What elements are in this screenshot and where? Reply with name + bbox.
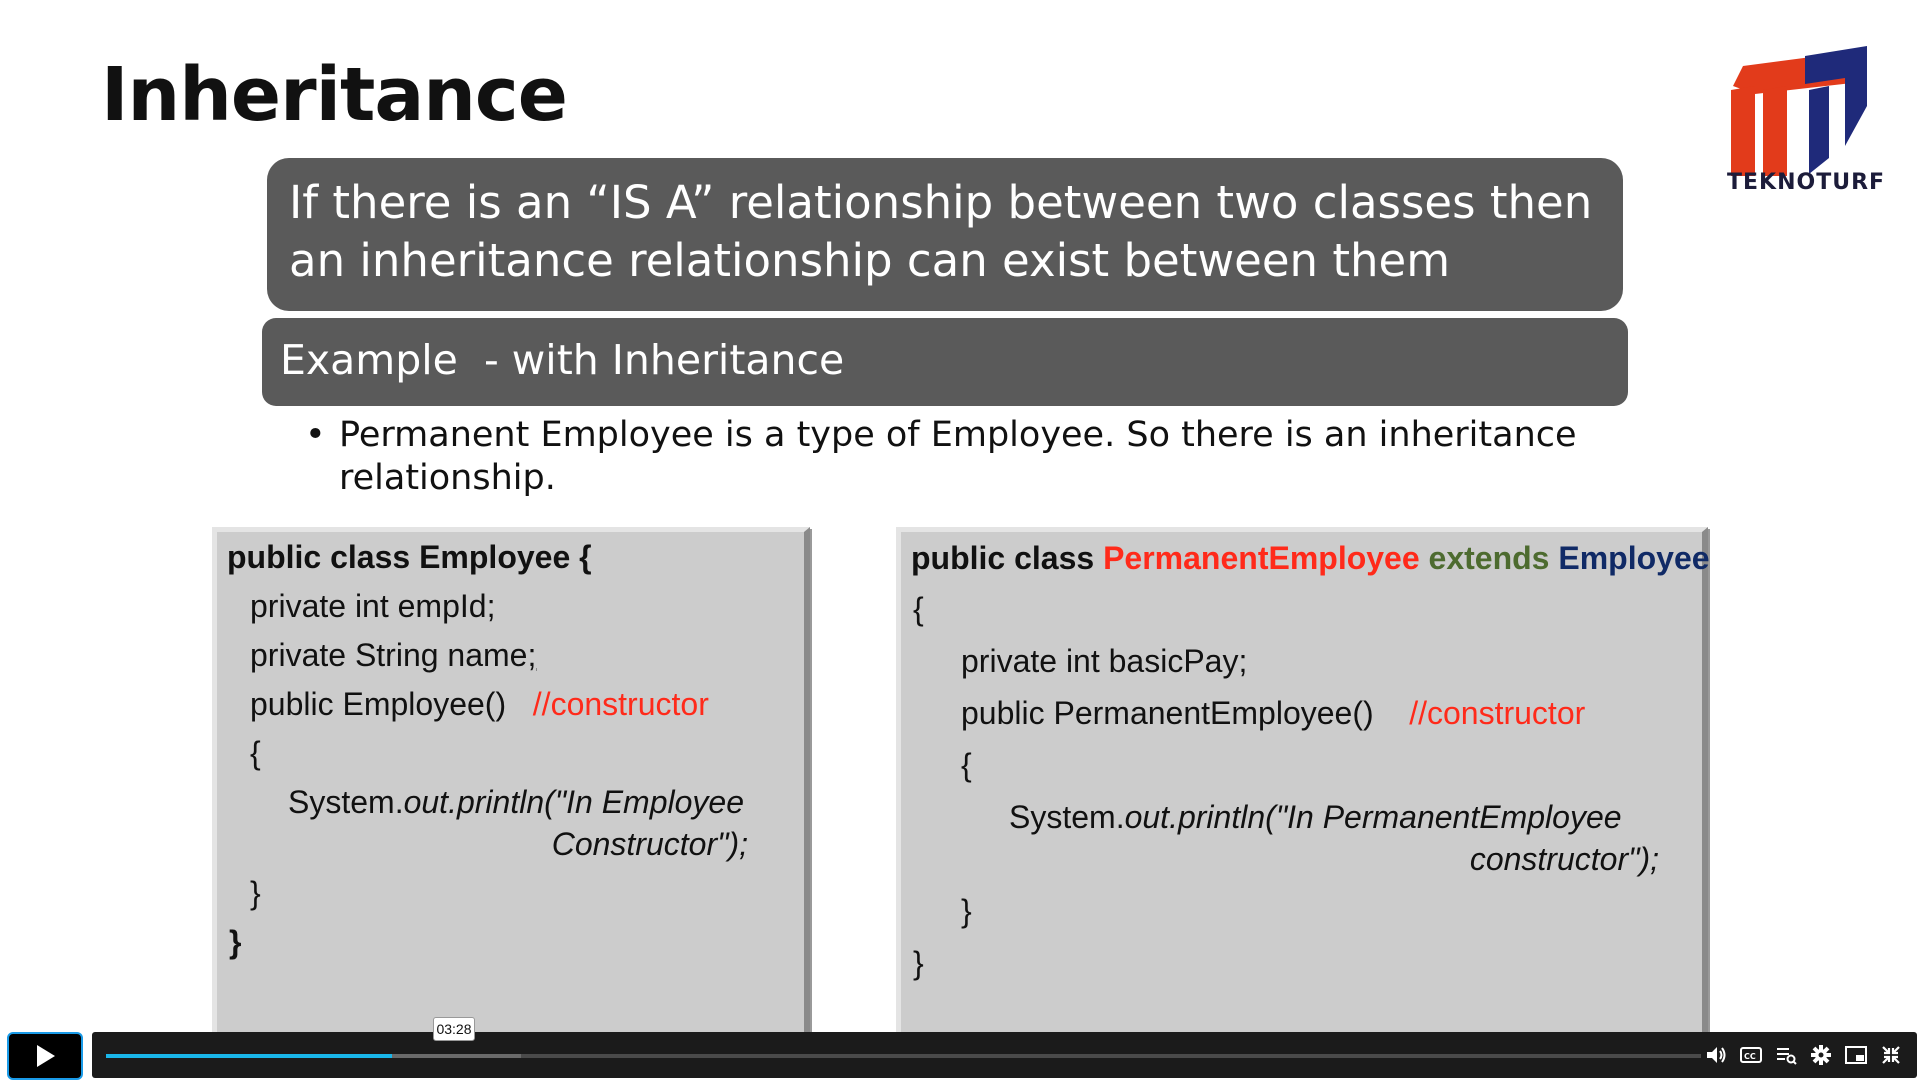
played-bar xyxy=(106,1054,392,1058)
code-line: private int empId; xyxy=(250,588,496,624)
example-heading: Example - with Inheritance xyxy=(262,318,1628,406)
bullet-dot-icon: • xyxy=(305,415,326,455)
fullscreen-exit-icon xyxy=(1881,1046,1900,1064)
definition-box: If there is an “IS A” relationship betwe… xyxy=(267,158,1623,311)
play-icon xyxy=(37,1045,55,1067)
transcript-button[interactable] xyxy=(1768,1032,1803,1078)
control-icons: CC xyxy=(1698,1032,1908,1078)
code-line: public class Employee { xyxy=(227,539,592,575)
code-line: Constructor"); xyxy=(551,826,748,862)
code-line: private String name; xyxy=(250,637,537,673)
bullet-line-1: Permanent Employee is a type of Employee… xyxy=(339,415,1577,455)
code-box-employee: public class Employee { private int empI… xyxy=(212,527,810,1047)
code-line: } xyxy=(229,924,242,960)
code-line: public class PermanentEmployee extends E… xyxy=(911,540,1710,576)
teknoturf-logo-icon xyxy=(1731,46,1867,176)
code-line: constructor"); xyxy=(1469,841,1659,877)
code-comment: //constructor xyxy=(532,686,709,722)
logo-text: TEKNOTURF xyxy=(1727,170,1886,195)
video-controls: CC xyxy=(0,1030,1920,1080)
code-line: public PermanentEmployee() //constructor xyxy=(961,695,1586,731)
code-line: } xyxy=(913,945,924,981)
progress-bar[interactable] xyxy=(106,1054,1701,1058)
code-line: { xyxy=(250,735,261,771)
code-line: public Employee() //constructor xyxy=(250,686,709,722)
bullet-point: • Permanent Employee is a type of Employ… xyxy=(305,414,1595,500)
settings-button[interactable] xyxy=(1803,1032,1838,1078)
volume-icon xyxy=(1706,1047,1725,1063)
captions-icon: CC xyxy=(1739,1047,1762,1063)
volume-button[interactable] xyxy=(1698,1032,1733,1078)
bullet-line-2: relationship. xyxy=(339,458,556,498)
picture-in-picture-button[interactable] xyxy=(1838,1032,1873,1078)
captions-button[interactable]: CC xyxy=(1733,1032,1768,1078)
slide-title: Inheritance xyxy=(101,52,568,138)
time-tooltip: 03:28 xyxy=(433,1017,475,1041)
svg-text:CC: CC xyxy=(1744,1052,1756,1061)
definition-line-1: If there is an “IS A” relationship betwe… xyxy=(289,176,1593,229)
code-line: System.out.println("In Employee xyxy=(288,784,744,820)
code-line: private int basicPay; xyxy=(961,643,1248,679)
transcript-icon xyxy=(1776,1048,1797,1065)
code-line: { xyxy=(913,591,924,627)
code-line: { xyxy=(961,747,972,783)
definition-line-2: an inheritance relationship can exist be… xyxy=(289,234,1451,287)
code-box-permanent-employee: public class PermanentEmployee extends E… xyxy=(896,527,1710,1047)
settings-icon xyxy=(1810,1045,1831,1065)
code-line: } xyxy=(961,893,972,929)
code-comment: //constructor xyxy=(1409,695,1586,731)
play-button[interactable] xyxy=(7,1032,83,1080)
picture-in-picture-icon xyxy=(1844,1046,1867,1064)
fullscreen-exit-button[interactable] xyxy=(1873,1032,1908,1078)
code-line: System.out.println("In PermanentEmployee xyxy=(1009,799,1622,835)
code-line: } xyxy=(250,875,261,911)
